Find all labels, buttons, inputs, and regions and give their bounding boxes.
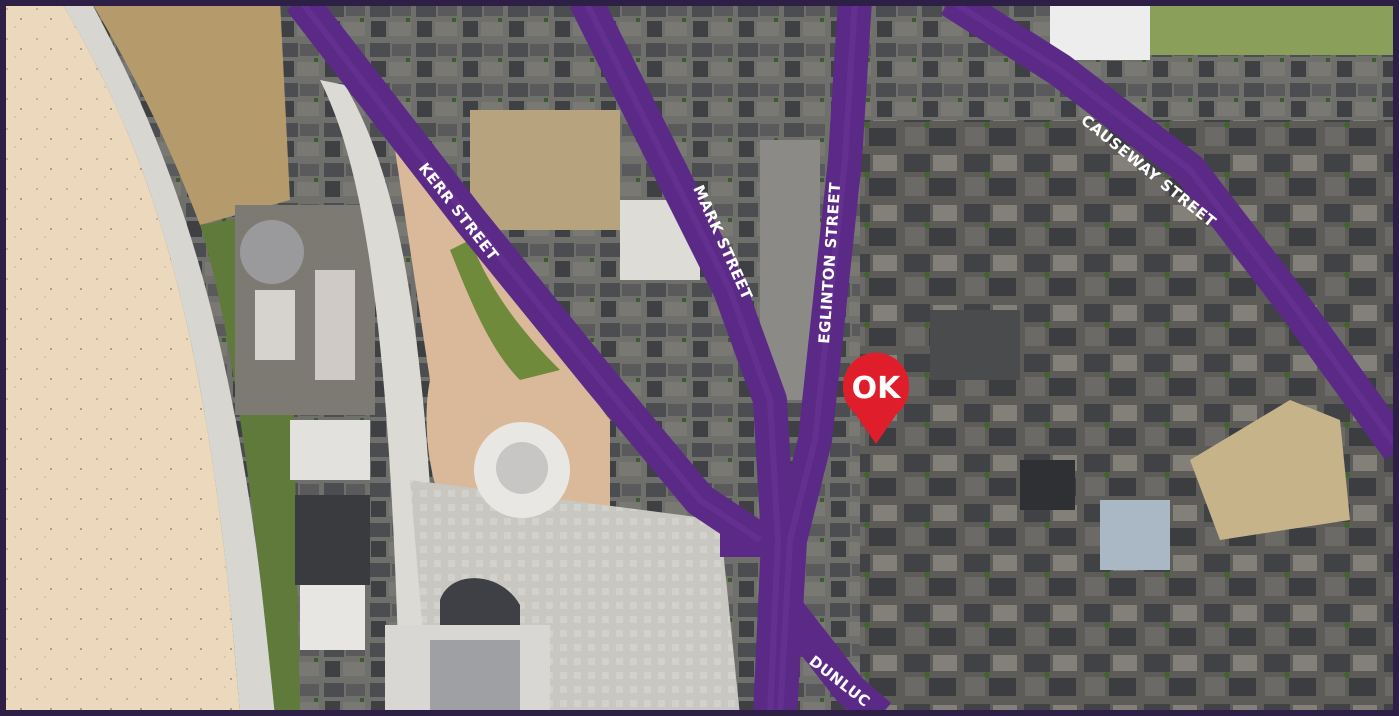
glass-roof [1100,500,1170,570]
plaza-lawn [450,240,560,380]
fountain-center [496,442,548,494]
grass-field [90,0,290,225]
pin-label: OK [852,371,903,406]
sandy-lot [1190,400,1350,540]
green-top [1150,0,1399,55]
building-dark [295,495,370,585]
carousel [240,220,304,284]
road-dunluce[interactable] [766,589,892,716]
construction-site [470,110,620,230]
car-park-dark [930,310,1020,380]
ride-structure-2 [315,270,355,380]
building-black [1020,460,1075,510]
building-white-2 [300,585,365,650]
ride-structure [255,290,295,360]
pin-head [843,355,909,421]
building-white [290,420,370,480]
road-centerlines [297,0,1399,716]
walkway [320,80,440,716]
building-white-top [1050,0,1150,60]
beach [0,0,240,716]
promenade [60,0,275,716]
location-pin-icon[interactable]: OK [843,352,909,444]
terminal-roof [430,640,520,716]
